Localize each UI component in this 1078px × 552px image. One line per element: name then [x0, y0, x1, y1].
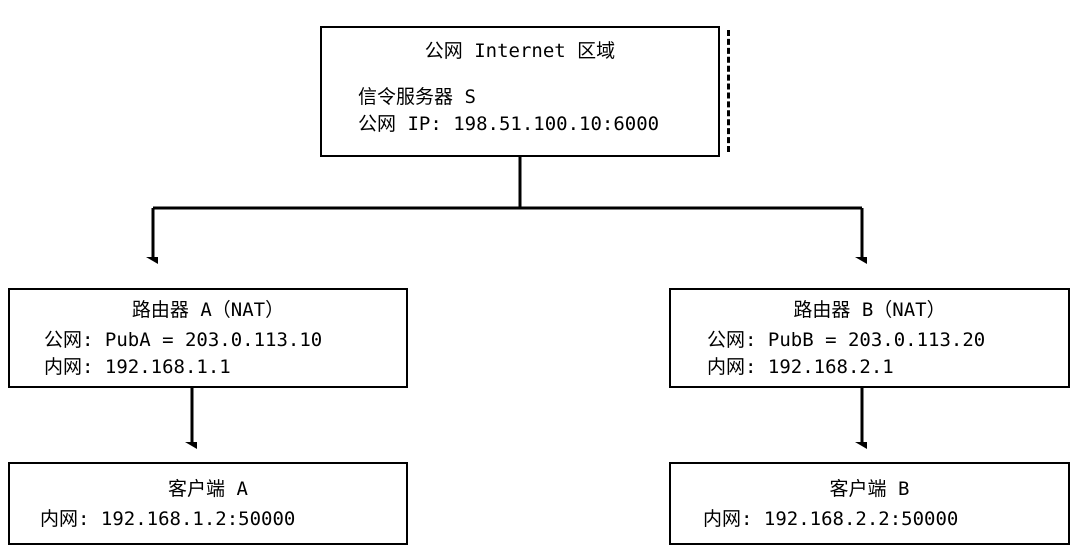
- internet-zone-title: 公网 Internet 区域: [424, 40, 616, 62]
- router-b-title: 路由器 B（NAT）: [793, 299, 946, 321]
- router-a-box: 路由器 A（NAT） 公网: PubA = 203.0.113.10 内网: 1…: [8, 288, 408, 388]
- router-a-public-ip: 公网: PubA = 203.0.113.10: [44, 329, 323, 351]
- router-b-details: 公网: PubB = 203.0.113.20 内网: 192.168.2.1: [671, 327, 1068, 381]
- client-a-private-ip: 内网: 192.168.1.2:50000: [40, 508, 296, 530]
- router-b-public-ip: 公网: PubB = 203.0.113.20: [707, 329, 986, 351]
- router-b-box: 路由器 B（NAT） 公网: PubB = 203.0.113.20 内网: 1…: [669, 288, 1070, 388]
- client-a-title: 客户端 A: [168, 478, 248, 500]
- client-b-details: 内网: 192.168.2.2:50000: [671, 506, 1068, 533]
- internet-zone-box: 公网 Internet 区域 信令服务器 S 公网 IP: 198.51.100…: [320, 26, 720, 157]
- client-b-box: 客户端 B 内网: 192.168.2.2:50000: [669, 462, 1070, 545]
- router-a-private-ip: 内网: 192.168.1.1: [44, 356, 231, 378]
- client-a-box: 客户端 A 内网: 192.168.1.2:50000: [8, 462, 408, 545]
- signaling-server-name: 信令服务器 S: [358, 86, 476, 108]
- client-b-title: 客户端 B: [829, 478, 910, 500]
- router-a-title: 路由器 A（NAT）: [131, 299, 285, 321]
- router-a-details: 公网: PubA = 203.0.113.10 内网: 192.168.1.1: [10, 327, 406, 381]
- signaling-server-ip: 公网 IP: 198.51.100.10:6000: [358, 113, 660, 135]
- internet-zone-details: 信令服务器 S 公网 IP: 198.51.100.10:6000: [322, 84, 718, 138]
- internet-box-broken-right-edge: [727, 30, 730, 152]
- router-b-private-ip: 内网: 192.168.2.1: [707, 356, 894, 378]
- client-b-private-ip: 内网: 192.168.2.2:50000: [703, 508, 959, 530]
- client-a-details: 内网: 192.168.1.2:50000: [10, 506, 406, 533]
